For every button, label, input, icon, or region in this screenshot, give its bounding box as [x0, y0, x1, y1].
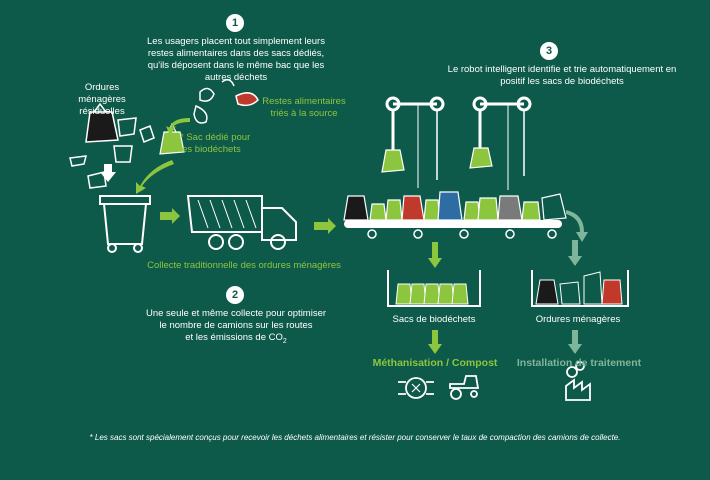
footnote: * Les sacs sont spécialement conçus pour… — [89, 433, 621, 442]
step-3-text: Le robot intelligent identifie et trie a… — [447, 64, 677, 87]
label-biowaste-bags: Sacs de biodéchets — [392, 314, 476, 325]
label-residual-waste: Ordures ménagères résiduelles — [78, 82, 126, 117]
flow-arrows-muted — [566, 210, 588, 354]
flow-arrows-white — [100, 164, 116, 182]
label-dedicated-bag: * Sac dédié pour les biodéchets — [180, 132, 251, 155]
step-2-line-1: Une seule et même collecte pour optimise… — [145, 308, 327, 319]
tractor-icon — [449, 375, 480, 400]
food-scraps-icon — [193, 79, 259, 124]
step-3-badge: 3 — [540, 42, 558, 60]
step-1-badge: 1 — [226, 14, 244, 32]
flow-arrows-green — [136, 118, 442, 354]
co2-subscript: 2 — [282, 337, 287, 345]
step-2-badge: 2 — [226, 286, 244, 304]
methanisation-icon — [398, 377, 434, 399]
residual-waste-icon — [69, 102, 155, 189]
step-2-line-3: et les émissions de CO2 — [118, 332, 354, 348]
step-2-line-3-prefix: et les émissions de CO — [185, 332, 283, 343]
garbage-truck-icon — [186, 195, 297, 250]
step-1-text: Les usagers placent tout simplement leur… — [147, 36, 325, 83]
step-2-text: Une seule et même collecte pour optimise… — [118, 308, 354, 348]
robot-arm-right — [472, 96, 532, 190]
household-waste-container — [531, 270, 629, 307]
label-methanisation: Méthanisation / Compost — [372, 357, 498, 369]
step-2-line-2: le nombre de camions sur les routes — [159, 320, 313, 331]
label-food-scraps: Restes alimentaires triés à la source — [262, 96, 346, 119]
label-household-waste: Ordures ménagères — [535, 314, 621, 325]
waste-bin-icon — [99, 195, 151, 253]
label-traditional-collection: Collecte traditionnelle des ordures ména… — [147, 260, 341, 271]
robot-arm-left — [385, 96, 445, 188]
robot-grabbed-bags — [381, 147, 493, 173]
conveyor-bags — [343, 191, 567, 221]
conveyor-belt — [344, 220, 562, 239]
label-treatment: Installation de traitement — [516, 357, 642, 369]
treatment-plant-icon — [565, 361, 591, 401]
biowaste-container — [387, 270, 481, 307]
